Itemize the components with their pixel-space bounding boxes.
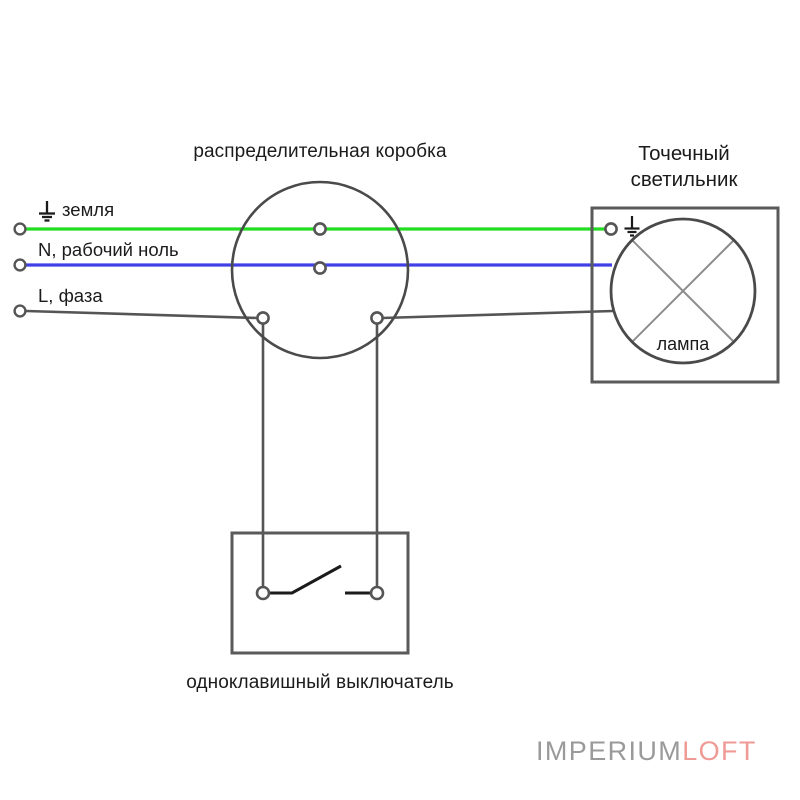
watermark-part2: LOFT [682,736,757,766]
junction-box-circle [230,180,410,360]
junction-terminal-ground[interactable] [313,222,327,236]
terminal-neutral-source[interactable] [13,258,27,272]
watermark: IMPERIUMLOFT [536,736,757,766]
terminal-ground-source[interactable] [13,222,27,236]
terminal-phase-source[interactable] [13,304,27,318]
label-wire-phase: L, фаза [38,285,103,306]
label-lamp: лампа [657,334,711,354]
label-luminaire-line2: светильник [631,168,739,191]
label-switch: одноклавишный выключатель [186,672,454,693]
junction-terminal-phase-in[interactable] [256,311,270,325]
switch-box [230,531,410,655]
switch-blade[interactable] [269,564,342,595]
label-wire-neutral: N, рабочий ноль [38,239,179,260]
label-junction-box: распределительная коробка [193,141,447,162]
luminaire-ground-terminal[interactable] [604,222,618,236]
switch-terminal-left[interactable] [255,585,271,601]
earth-ground-icon-source [39,201,55,222]
label-wire-ground: земля [62,199,114,220]
luminaire-box [590,206,780,384]
junction-terminal-phase-out[interactable] [370,311,384,325]
lamp-circle [609,217,757,365]
lamp-cross-icon [631,239,735,343]
switch-terminal-right[interactable] [369,585,385,601]
phase-wire-supply [25,309,259,320]
label-luminaire-line1: Точечный [638,142,729,165]
earth-ground-icon-luminaire [624,216,640,237]
phase-wire-to-lamp [381,309,614,320]
junction-terminal-neutral[interactable] [313,261,327,275]
watermark-part1: IMPERIUM [536,736,682,766]
